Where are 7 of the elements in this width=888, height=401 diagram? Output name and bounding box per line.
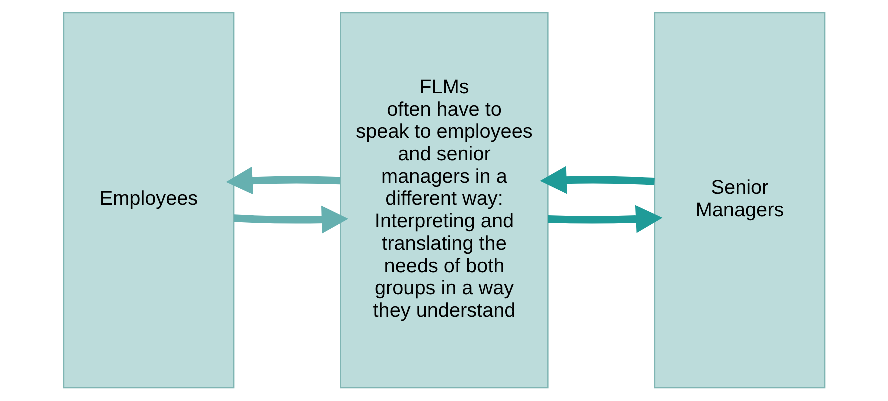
arrow: [540, 166, 654, 194]
node-box: Senior Managers: [654, 12, 826, 389]
arrow: [548, 205, 662, 234]
node-box: FLMs often have to speak to employees and senior managers in a different way: Interpreting and translating the needs of both groups in a way they understand: [340, 12, 548, 389]
arrow: [226, 166, 340, 195]
arrow: [234, 206, 348, 234]
node-box: Employees: [62, 12, 234, 389]
